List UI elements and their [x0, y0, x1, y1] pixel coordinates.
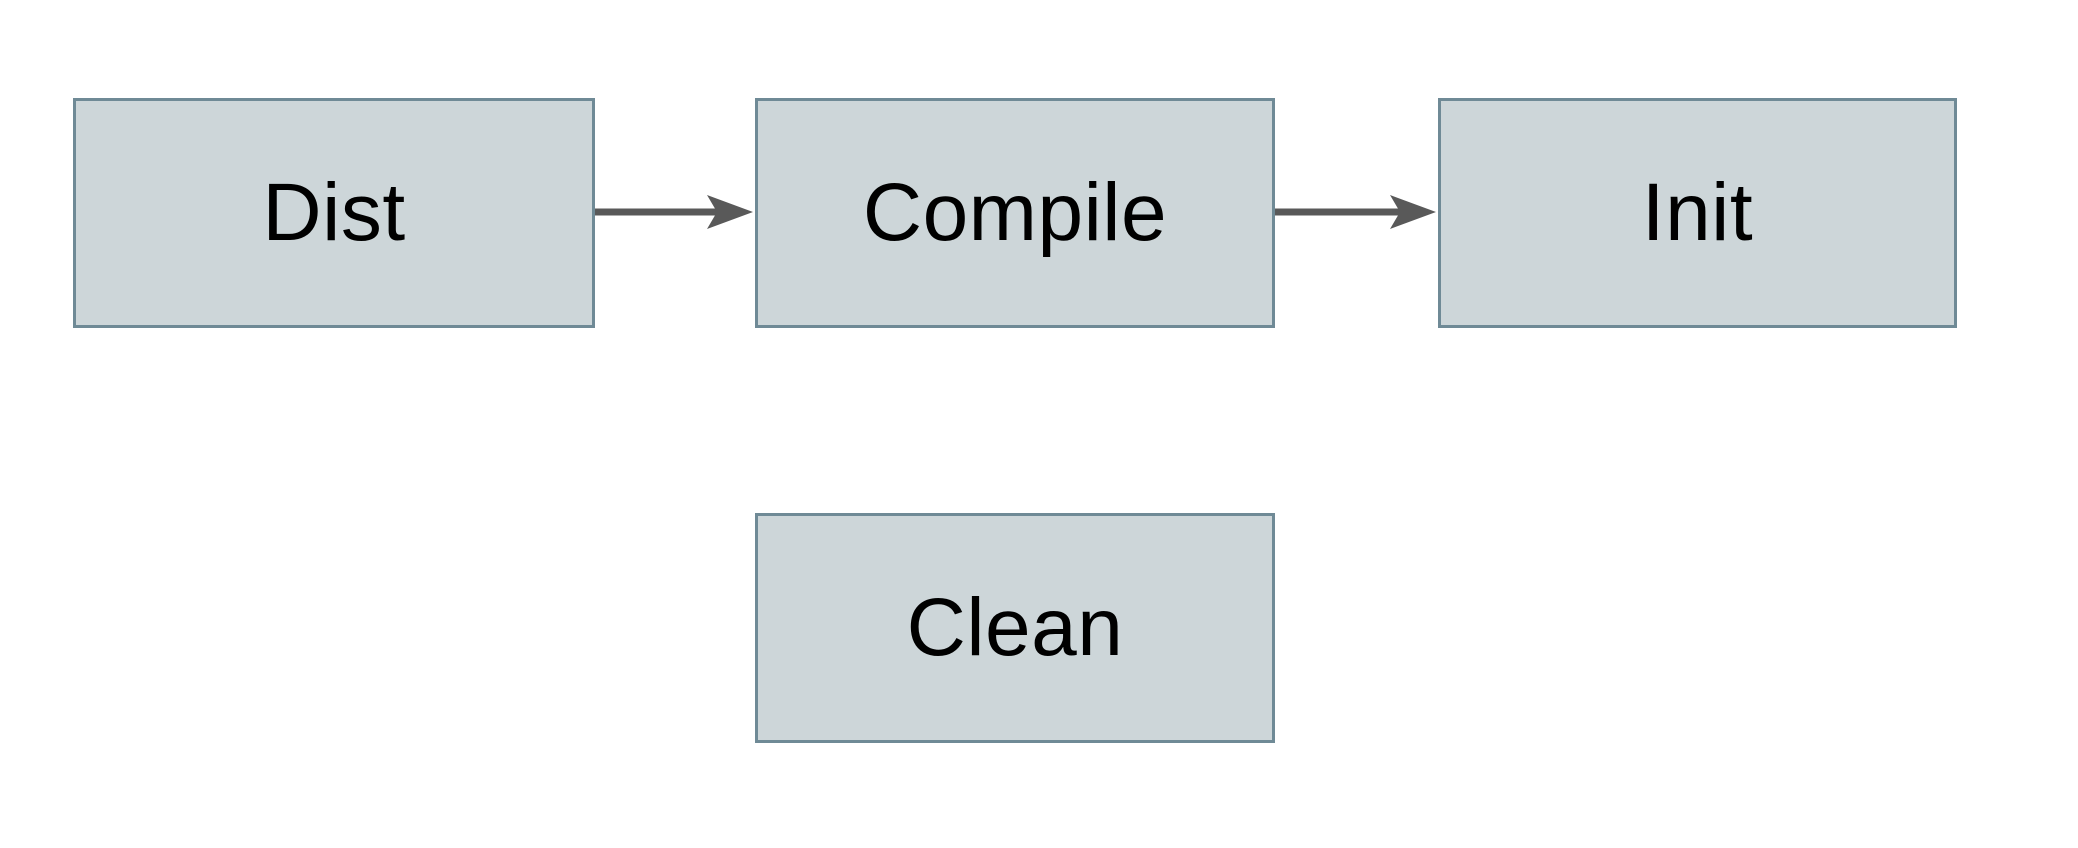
- node-compile: Compile: [755, 98, 1275, 328]
- node-clean-label: Clean: [906, 582, 1124, 673]
- edge-dist-to-compile: [595, 195, 753, 229]
- node-compile-label: Compile: [862, 167, 1168, 258]
- edge-compile-to-init: [1275, 195, 1436, 229]
- arrowhead-right-icon: [707, 195, 753, 229]
- node-clean: Clean: [755, 513, 1275, 743]
- arrowhead-right-icon: [1390, 195, 1436, 229]
- node-init-label: Init: [1641, 167, 1754, 258]
- node-dist: Dist: [73, 98, 595, 328]
- node-dist-label: Dist: [262, 167, 406, 258]
- node-init: Init: [1438, 98, 1957, 328]
